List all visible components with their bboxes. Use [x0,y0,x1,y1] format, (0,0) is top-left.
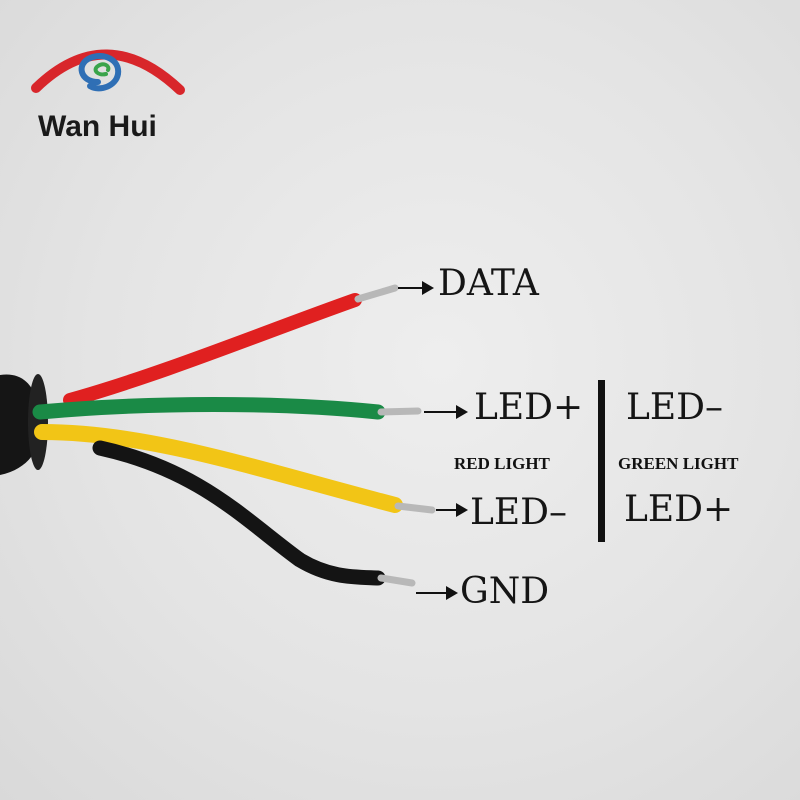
arrow-yellow [436,503,468,517]
black-wire [92,440,386,586]
swirl-logo-icon [31,49,185,95]
brand-logo: Wan Hui [28,30,188,150]
brand-name: Wan Hui [38,110,157,143]
green-wire-tip [377,407,422,416]
label-data: DATA [438,263,539,304]
label-led-minus-red: LED– [470,492,568,533]
arrow-data [398,281,434,295]
black-wire-tip [377,574,416,587]
yellow-wire-tip [394,502,436,514]
red-wire-tip [354,284,399,303]
label-led-minus-green: LED– [626,387,724,428]
cable-jacket-end [28,374,48,470]
label-led-plus-green: LED+ [624,489,734,530]
green-wire [32,397,386,420]
label-led-plus-red: LED+ [474,387,584,428]
label-red-light: RED LIGHT [454,454,550,473]
red-wire [63,293,362,407]
arrow-gnd [416,586,458,600]
label-green-light: GREEN LIGHT [618,454,739,473]
yellow-wire [34,424,403,513]
label-gnd: GND [460,571,550,612]
arrow-green [424,405,468,419]
divider-bar [598,380,605,542]
